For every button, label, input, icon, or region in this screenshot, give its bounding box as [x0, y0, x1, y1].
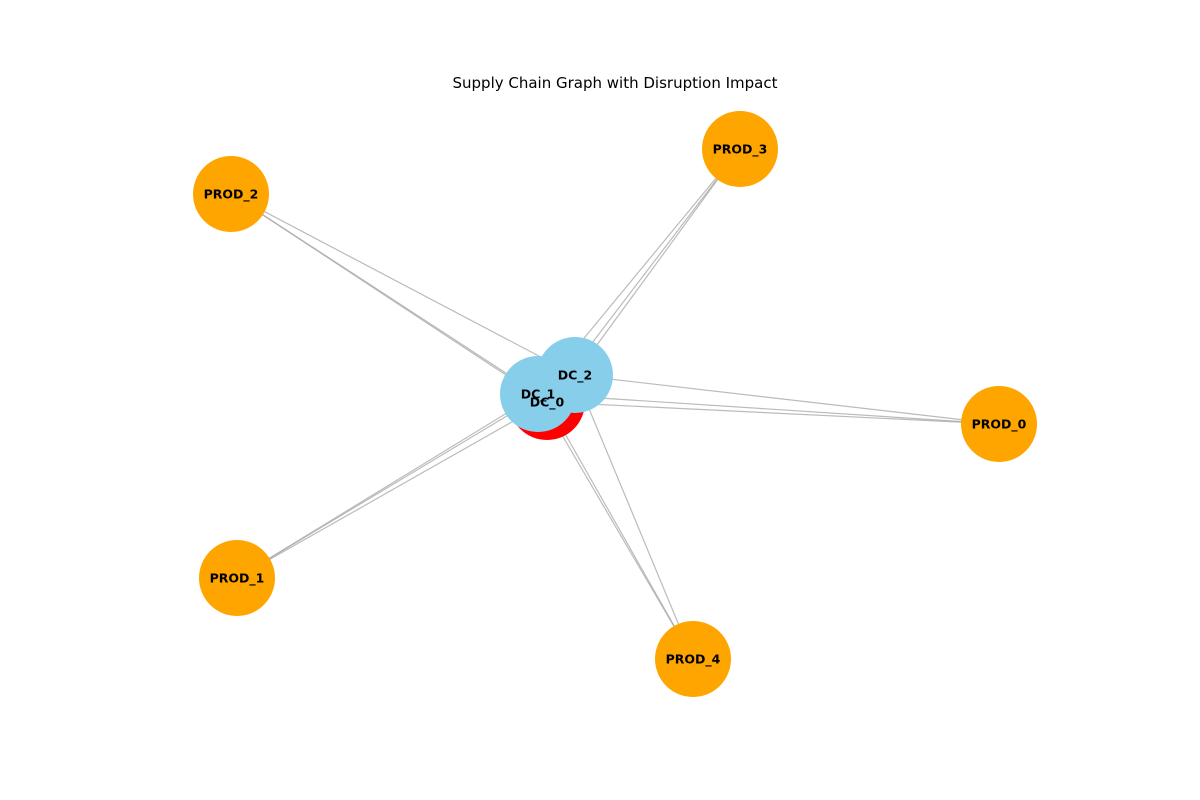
node-prod-4	[655, 621, 731, 697]
edge-dc_1-prod_4	[537, 393, 694, 660]
node-prod-2	[193, 156, 269, 232]
edge-dc_2-prod_2	[230, 193, 576, 376]
edge-dc_2-prod_3	[574, 148, 741, 376]
node-label-prod-2: PROD_2	[204, 187, 259, 203]
edge-dc_2-prod_4	[574, 374, 694, 660]
chart-title: Supply Chain Graph with Disruption Impac…	[453, 74, 778, 92]
node-label-prod-4: PROD_4	[666, 652, 721, 668]
node-label-dc-2: DC_2	[558, 368, 593, 384]
node-prod-1	[199, 540, 275, 616]
node-label-prod-0: PROD_0	[972, 417, 1027, 433]
node-prod-3	[702, 111, 778, 187]
node-label-dc-1: DC_1	[521, 387, 556, 403]
node-label-prod-3: PROD_3	[713, 142, 768, 158]
node-prod-0	[961, 386, 1037, 462]
edge-dc_0-prod_0	[546, 401, 1000, 425]
node-label-dc-0: DC_0	[530, 395, 565, 411]
edge-dc_2-prod_0	[574, 374, 1000, 425]
edge-layer	[230, 148, 1000, 660]
edge-dc_1-prod_2	[230, 193, 539, 395]
node-dc-1	[500, 356, 576, 432]
edge-dc_0-prod_1	[236, 401, 548, 579]
edge-dc_1-prod_0	[537, 393, 1000, 425]
edge-dc_0-prod_4	[546, 401, 694, 660]
node-label-prod-1: PROD_1	[210, 571, 265, 587]
